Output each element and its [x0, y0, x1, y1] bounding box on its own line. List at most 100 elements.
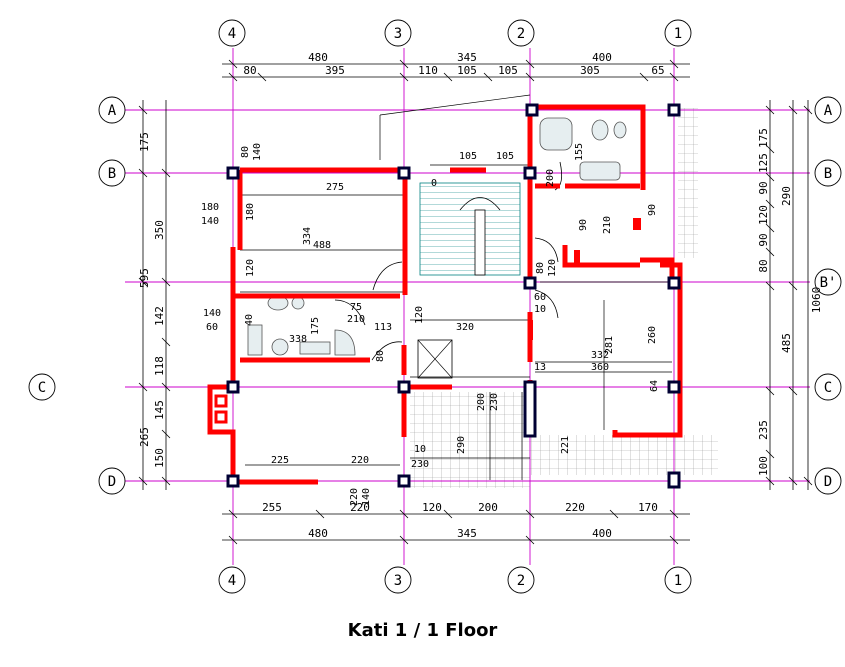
label-230b: 230 [489, 393, 500, 411]
label-105a: 105 [459, 151, 477, 162]
label-80b: 80 [375, 350, 386, 362]
label-320: 320 [456, 322, 474, 333]
dim-left-outer-3: 175 [138, 132, 151, 152]
bathroom-fixtures [247, 117, 627, 356]
dimension-lines [138, 59, 813, 545]
label-220a: 220 [351, 455, 369, 466]
label-210a: 210 [347, 314, 365, 325]
grid-col-1-top: 1 [674, 26, 682, 42]
label-80c: 80 [535, 262, 546, 274]
label-10b: 10 [534, 304, 546, 315]
dim-bottom-detail-6: 170 [638, 501, 658, 514]
label-40: 40 [244, 314, 255, 326]
label-120a: 120 [245, 259, 256, 277]
dim-right-outer-3: 290 [780, 186, 793, 206]
grid-row-d-right: D [824, 474, 832, 490]
dim-top-detail-4: 105 [457, 64, 477, 77]
dim-right-inner-6: 80 [757, 259, 770, 272]
label-200b: 200 [545, 169, 556, 187]
balcony-tiles [678, 108, 698, 258]
label-60a: 60 [206, 322, 218, 333]
dim-bottom-detail-1: 255 [262, 501, 282, 514]
label-225: 225 [271, 455, 289, 466]
dim-bottom-overall-1: 480 [308, 527, 328, 540]
label-10a: 10 [414, 444, 426, 455]
dim-left-outer-1: 265 [138, 427, 151, 447]
grid-col-4-top: 4 [228, 26, 236, 42]
dim-right-inner-1: 175 [757, 128, 770, 148]
dim-left-inner-3: 118 [153, 356, 166, 376]
label-260: 260 [647, 326, 658, 344]
grid-col-2-bottom: 2 [517, 573, 525, 589]
dim-left-inner-1: 350 [153, 220, 166, 240]
label-60b: 60 [534, 292, 546, 303]
grid-col-2-top: 2 [517, 26, 525, 42]
label-155: 155 [574, 143, 585, 161]
dim-top-detail-6: 305 [580, 64, 600, 77]
grid-row-c-right: C [824, 380, 832, 396]
structural-columns [226, 103, 681, 489]
label-281: 281 [604, 336, 615, 354]
label-140b: 140 [201, 216, 219, 227]
dim-right-outer-2: 485 [780, 333, 793, 353]
label-180a: 180 [201, 202, 219, 213]
grid-col-3-top: 3 [394, 26, 402, 42]
dim-right-outer-1: 1060 [810, 287, 823, 314]
dim-right-inner-4: 120 [757, 205, 770, 225]
grid-row-bprime-right: B' [820, 275, 837, 291]
grid-row-d-left: D [108, 474, 116, 490]
dim-bottom-overall-3: 400 [592, 527, 612, 540]
interior-lines [240, 94, 672, 480]
wall-details [528, 218, 641, 340]
label-230a: 230 [411, 459, 429, 470]
label-80a: 80 [240, 146, 251, 158]
label-120c: 120 [547, 259, 558, 277]
closet-boxes [214, 394, 228, 424]
label-200: 200 [476, 393, 487, 411]
label-140a: 140 [252, 143, 263, 161]
dim-right-inner-2: 125 [757, 153, 770, 173]
label-140d: 140 [361, 488, 372, 506]
label-210b: 210 [602, 216, 613, 234]
walls [207, 104, 683, 485]
label-75: 75 [350, 302, 362, 313]
grid-col-4-bottom: 4 [228, 573, 236, 589]
terrace-tiles [410, 392, 530, 488]
label-175: 175 [310, 317, 321, 335]
dim-left-inner-5: 150 [153, 448, 166, 468]
dim-bottom-overall-2: 345 [457, 527, 477, 540]
dim-left-inner-2: 142 [153, 306, 166, 326]
grid-row-a-left: A [108, 103, 117, 119]
dim-top-overall-1: 480 [308, 51, 328, 64]
label-90a: 90 [578, 219, 589, 231]
label-360: 360 [591, 362, 609, 373]
grid-row-b-right: B [824, 166, 832, 182]
door-swings [334, 161, 563, 361]
dim-right-inner-5: 90 [757, 233, 770, 246]
dim-top-detail-7: 65 [651, 64, 664, 77]
label-275: 275 [326, 182, 344, 193]
dim-top-detail-1: 80 [243, 64, 256, 77]
label-13: 13 [534, 362, 546, 373]
grid-row-b-left: B [108, 166, 116, 182]
dim-top-overall-3: 400 [592, 51, 612, 64]
dim-top-overall-2: 345 [457, 51, 477, 64]
dim-top-detail-3: 110 [418, 64, 438, 77]
dim-right-inner-3: 90 [757, 181, 770, 194]
dim-right-inner-8: 235 [757, 420, 770, 440]
label-64: 64 [649, 380, 660, 392]
dim-right-inner-9: 100 [757, 456, 770, 476]
grid-row-a-right: A [824, 103, 833, 119]
label-180b: 180 [245, 203, 256, 221]
drawing-caption: Kati 1 / 1 Floor [347, 620, 498, 641]
grid-col-1-bottom: 1 [674, 573, 682, 589]
label-290: 290 [456, 436, 467, 454]
dim-bottom-detail-3: 120 [422, 501, 442, 514]
label-0: 0 [431, 178, 437, 189]
label-90b: 90 [647, 204, 658, 216]
dim-bottom-detail-4: 200 [478, 501, 498, 514]
dim-left-outer-2: 595 [138, 268, 151, 288]
label-334: 334 [302, 227, 313, 245]
grid-row-c-left: C [38, 380, 46, 396]
label-220b: 220 [349, 488, 360, 506]
